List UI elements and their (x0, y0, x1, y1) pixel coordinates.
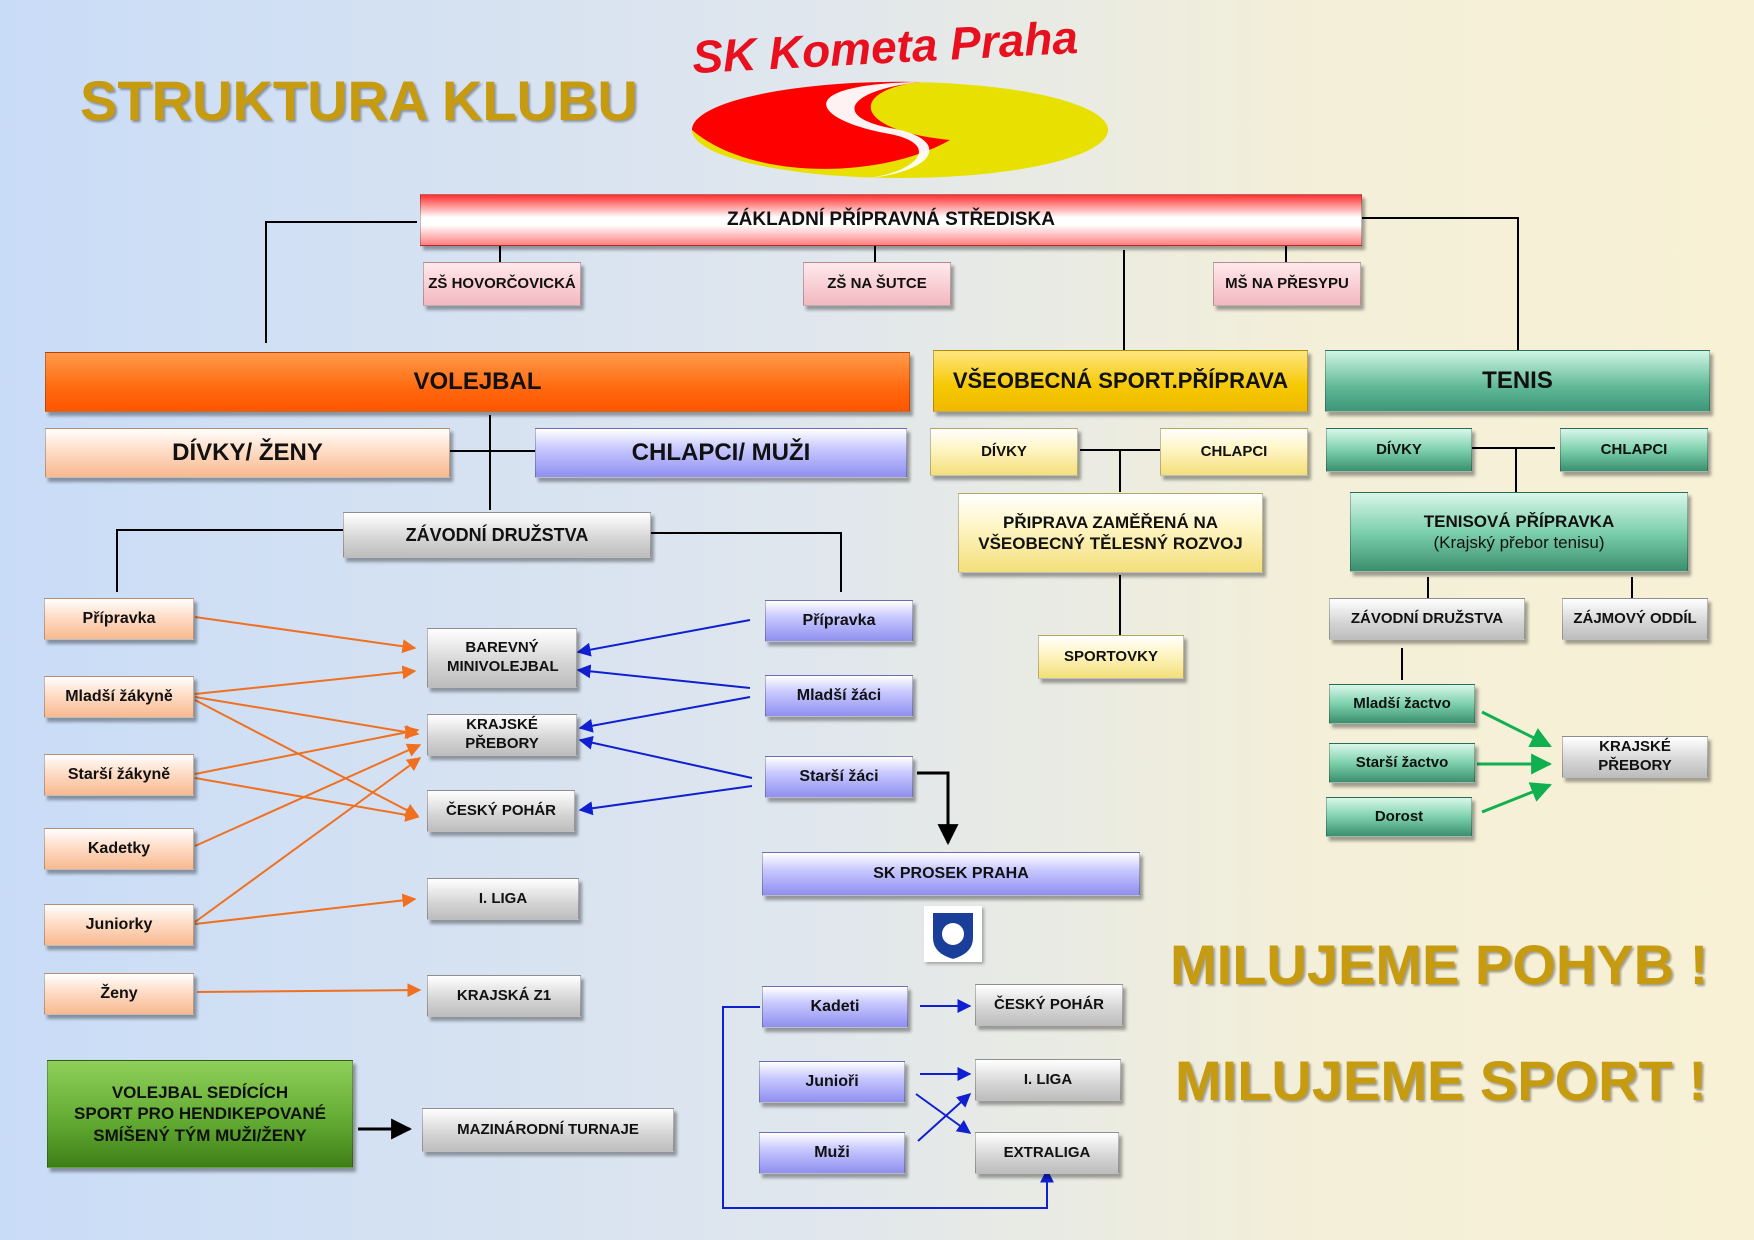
tenis-header: TENIS (1325, 350, 1710, 412)
general-prep-line-1: PŘIPRAVA ZAMĚŘENÁ NA (1002, 512, 1219, 532)
girls-cat-kadetky: Kadetky (44, 828, 194, 870)
tenis-cat-starsi: Starší žactvo (1329, 743, 1475, 783)
sitting-line-1: VOLEJBAL SEDÍCÍCH (111, 1083, 289, 1103)
comp-minivolejbal: BAREVNÝ MINIVOLEJBAL (427, 628, 577, 688)
sitting-line-2: SPORT PRO HENDIKEPOVANÉ (74, 1104, 326, 1124)
comp-krajske-prebory: KRAJSKÉ PŘEBORY (427, 714, 577, 756)
prosek-comp-i-liga: I. LIGA (975, 1059, 1121, 1101)
page-title: STRUKTURA KLUBU (80, 69, 638, 132)
logo-swoosh-icon (691, 81, 1108, 178)
sitting-line-3: SMÍŠENÝ TÝM MUŽI/ŽENY (93, 1125, 307, 1145)
prosek-kadeti: Kadeti (762, 986, 908, 1028)
tenis-krajske-prebory: KRAJSKÉ PŘEBORY (1562, 736, 1708, 778)
sportovky-box: SPORTOVKY (1038, 635, 1184, 679)
club-logo: SK Kometa Praha (690, 11, 1110, 180)
general-prep-header: VŠEOBECNÁ SPORT.PŘÍPRAVA (933, 350, 1308, 412)
general-girls: DÍVKY (930, 428, 1078, 476)
girls-cat-zeny: Ženy (44, 973, 194, 1015)
comp-krajska-z1: KRAJSKÁ Z1 (427, 975, 581, 1017)
school-hovorcovicka: ZŠ HOVORČOVICKÁ (423, 262, 581, 306)
prosek-badge-icon (924, 906, 982, 962)
boys-cat-mladsi: Mladší žáci (765, 675, 913, 717)
base-centers-header: ZÁKLADNÍ PŘÍPRAVNÁ STŘEDISKA (420, 194, 1362, 246)
tenis-cat-mladsi: Mladší žactvo (1329, 684, 1475, 724)
general-boys: CHLAPCI (1160, 428, 1308, 476)
school-na-sutce: ZŠ NA ŠUTCE (803, 262, 951, 306)
girls-cat-juniorky: Juniorky (44, 904, 194, 946)
volejbal-teams-box: ZÁVODNÍ DRUŽSTVA (343, 512, 651, 558)
tenis-prep-title: TENISOVÁ PŘÍPRAVKA (1423, 511, 1615, 531)
tenis-prep-sub: (Krajský přebor tenisu) (1433, 533, 1605, 552)
general-prep-line-2: VŠEOBECNÝ TĚLESNÝ ROZVOJ (978, 534, 1243, 553)
school-na-presypu: MŠ NA PŘESYPU (1213, 262, 1361, 306)
volejbal-header: VOLEJBAL (45, 352, 910, 412)
slogan-1: MILUJEME POHYB ! (1170, 933, 1709, 996)
girls-cat-pripravka: Přípravka (44, 598, 194, 640)
sk-prosek-box: SK PROSEK PRAHA (762, 852, 1140, 896)
sitting-volleyball-box: VOLEJBAL SEDÍCÍCH SPORT PRO HENDIKEPOVAN… (47, 1060, 353, 1168)
tenis-cat-dorost: Dorost (1326, 797, 1472, 837)
girls-women-header: DÍVKY/ ŽENY (45, 428, 450, 478)
girls-cat-starsi: Starší žákyně (44, 754, 194, 796)
slogan-2: MILUJEME SPORT ! (1175, 1049, 1708, 1112)
comp-minivolejbal-label: BAREVNÝ MINIVOLEJBAL (447, 639, 559, 675)
tenis-teams: ZÁVODNÍ DRUŽSTVA (1329, 598, 1525, 640)
prosek-juniori: Junioři (759, 1061, 905, 1103)
boys-cat-starsi: Starší žáci (765, 756, 913, 798)
tenis-girls: DÍVKY (1326, 428, 1472, 472)
comp-cesky-pohar: ČESKÝ POHÁR (427, 790, 575, 832)
boys-men-header: CHLAPCI/ MUŽI (535, 428, 907, 478)
international-tournaments: MAZINÁRODNÍ TURNAJE (422, 1108, 674, 1152)
prosek-muzi: Muži (759, 1132, 905, 1174)
prosek-comp-extraliga: EXTRALIGA (975, 1132, 1119, 1174)
tenis-boys: CHLAPCI (1560, 428, 1708, 472)
boys-cat-pripravka: Přípravka (765, 600, 913, 642)
tenis-hobby: ZÁJMOVÝ ODDÍL (1562, 598, 1708, 640)
comp-i-liga: I. LIGA (427, 878, 579, 920)
girls-cat-mladsi: Mladší žákyně (44, 676, 194, 718)
general-prep-box: PŘIPRAVA ZAMĚŘENÁ NA VŠEOBECNÝ TĚLESNÝ R… (958, 493, 1263, 573)
tenis-prep-box: TENISOVÁ PŘÍPRAVKA (Krajský přebor tenis… (1350, 492, 1688, 572)
prosek-comp-cesky-pohar: ČESKÝ POHÁR (975, 984, 1123, 1026)
